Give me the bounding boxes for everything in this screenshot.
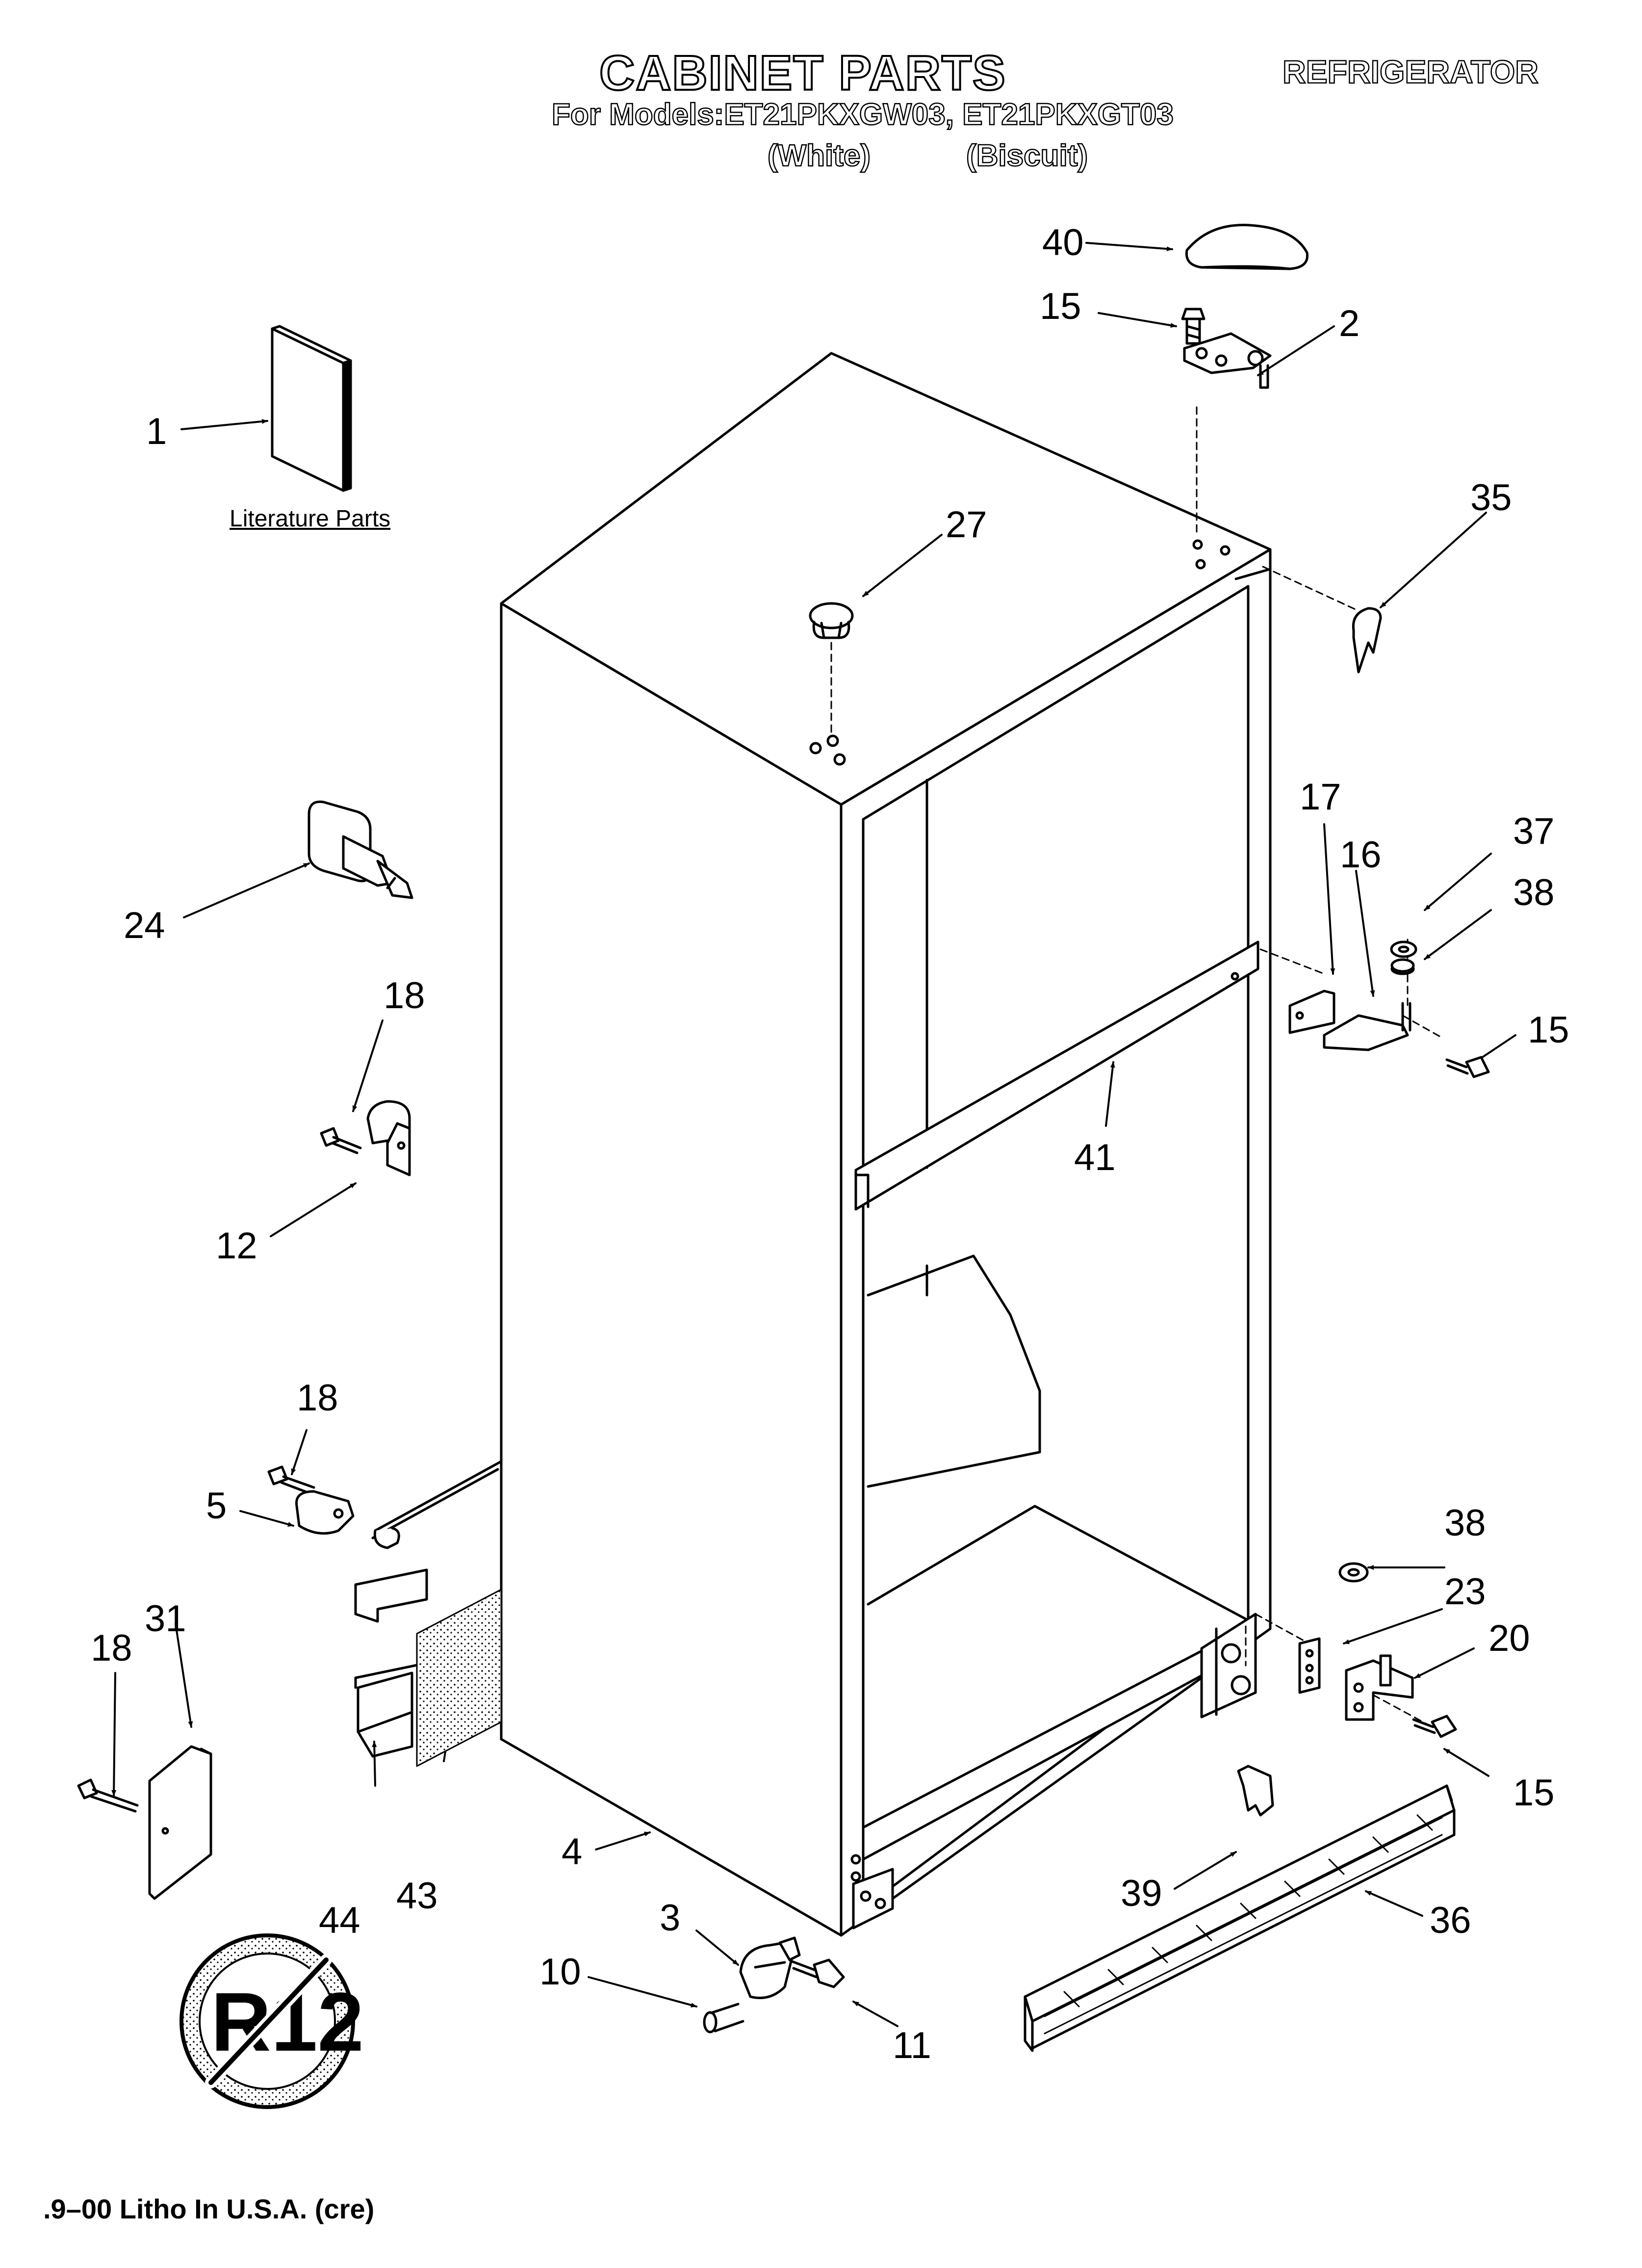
- screw-bottom-hinge: [1412, 1715, 1457, 1738]
- callout-11: 11: [893, 2025, 931, 2066]
- callout-15-top: 15: [1040, 286, 1081, 327]
- variant-biscuit: (Biscuit): [966, 138, 1089, 174]
- page-title: CABINET PARTS: [598, 45, 1006, 102]
- callout-15-middle: 15: [1528, 1009, 1569, 1051]
- washer-lower: [1338, 1562, 1369, 1583]
- callout-35: 35: [1470, 477, 1512, 519]
- cabinet-shell: [500, 352, 1272, 1937]
- plug-button: [809, 602, 854, 639]
- no-r12-logo: R12: [180, 1933, 364, 2109]
- callout-5: 5: [206, 1485, 227, 1527]
- callout-1: 1: [146, 411, 167, 452]
- top-hinge: [1183, 332, 1272, 389]
- callout-4: 4: [562, 1831, 582, 1873]
- callout-36: 36: [1430, 1900, 1471, 1941]
- callout-39: 39: [1121, 1873, 1162, 1914]
- callout-3: 3: [660, 1897, 680, 1939]
- bottom-hinge: [1345, 1654, 1414, 1721]
- callout-41: 41: [1074, 1137, 1116, 1178]
- screw-top-hinge: [1181, 308, 1206, 345]
- callout-38-lower: 38: [1444, 1502, 1486, 1544]
- callout-23: 23: [1444, 1571, 1486, 1613]
- models-line: For Models:ET21PKXGW03, ET21PKXGT03: [551, 97, 1174, 132]
- callout-38-upper: 38: [1513, 872, 1555, 913]
- literature-parts-label: Literature Parts: [230, 506, 391, 532]
- grille-clip: [1237, 1765, 1274, 1817]
- hinge-cover: [1185, 224, 1309, 270]
- center-hinge: [1288, 990, 1411, 1051]
- hinge-shim: [1298, 1637, 1321, 1694]
- toe-grille: [1024, 1784, 1456, 2052]
- callout-40: 40: [1042, 222, 1084, 263]
- callout-24: 24: [124, 905, 165, 946]
- callout-31: 31: [145, 1598, 186, 1640]
- roller-screw: [789, 1958, 845, 1988]
- insulation-pad: [416, 1589, 502, 1767]
- screw-clip-lower: [267, 1465, 355, 1535]
- bottom-hinge-mount: [1200, 1613, 1257, 1719]
- corner-bracket: [850, 1854, 894, 1929]
- hinge-trim: [1352, 607, 1382, 674]
- callout-17: 17: [1300, 776, 1341, 818]
- screw-center-hinge: [1445, 1056, 1490, 1078]
- footer-print-info: .9–00 Litho In U.S.A. (cre): [43, 2193, 375, 2224]
- door-stop: [308, 800, 413, 899]
- callout-18-upper: 18: [384, 975, 425, 1017]
- callout-43: 43: [396, 1875, 438, 1917]
- callout-15-bottom: 15: [1513, 1772, 1555, 1814]
- callout-37: 37: [1513, 810, 1555, 852]
- callout-18-middle: 18: [297, 1377, 338, 1419]
- access-cover: [77, 1745, 212, 1900]
- leg-pin: [703, 2003, 744, 2033]
- callout-44: 44: [319, 1900, 360, 1941]
- callout-10: 10: [539, 1951, 581, 1993]
- callout-2: 2: [1339, 303, 1360, 344]
- callout-18-lower: 18: [91, 1627, 132, 1669]
- washers-upper: [1390, 940, 1417, 975]
- callout-leaders: [111, 242, 1516, 2027]
- callout-16: 16: [1340, 834, 1382, 876]
- callout-27: 27: [946, 504, 987, 546]
- variant-white: (White): [767, 138, 872, 174]
- callout-12: 12: [216, 1225, 257, 1267]
- divider-bar: [854, 940, 1259, 1211]
- screw-clip-upper: [320, 1100, 411, 1176]
- callout-20: 20: [1488, 1617, 1530, 1659]
- literature-booklet: [271, 325, 352, 492]
- category-label: REFRIGERATOR: [1282, 53, 1539, 91]
- leveling-leg: [739, 1936, 801, 1999]
- tubing-bracket: [354, 1460, 502, 1758]
